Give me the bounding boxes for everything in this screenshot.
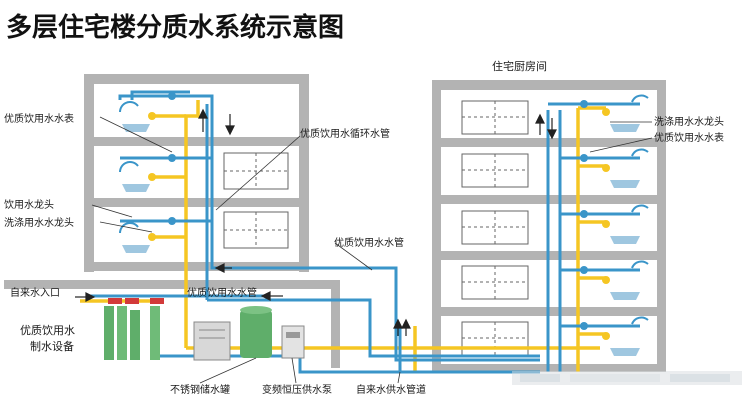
right-meters: [580, 100, 588, 330]
right-windows: [461, 100, 529, 356]
control-cabinet: [193, 321, 231, 361]
left-meters: [168, 92, 176, 225]
tap-wash-right-label: 洗涤用水水龙头: [654, 115, 724, 128]
watermark-blur: [512, 371, 742, 385]
meter-left-label: 优质饮用水水表: [4, 112, 74, 125]
flow-arrows: [75, 108, 557, 336]
storage-tank: [240, 306, 272, 358]
supply-pipe-bottom-label: 优质饮用水水管: [187, 286, 257, 299]
tank-label: 不锈钢储水罐: [170, 383, 230, 396]
equipment-label-line1: 优质饮用水: [20, 324, 75, 337]
circ-pipe-label: 优质饮用水循环水管: [300, 127, 390, 140]
diagram-title: 多层住宅楼分质水系统示意图: [6, 12, 344, 43]
pump-unit: [281, 325, 305, 359]
supply-pipe-right-label: 优质饮用水水管: [334, 236, 404, 249]
right-wash-taps: [602, 108, 610, 340]
equipment-room: [4, 280, 340, 368]
left-windows: [223, 152, 289, 249]
meter-right-label: 优质饮用水水表: [654, 131, 724, 144]
equipment-label-line2: 制水设备: [30, 339, 74, 353]
kitchen-label: 住宅厨房间: [492, 59, 547, 73]
filter-equipment: [104, 298, 164, 360]
city-inlet-label: 自来水入口: [10, 286, 60, 299]
callout-lines: [91, 116, 653, 384]
city-pipe-label: 自来水供水管道: [356, 383, 426, 396]
left-sinks: [122, 124, 150, 253]
right-taps: [631, 94, 649, 325]
left-building: [84, 74, 309, 272]
left-taps: [119, 101, 139, 234]
pump-label: 变频恒压供水泵: [262, 383, 332, 396]
left-wash-taps: [148, 112, 156, 241]
tap-drink-left-label: 饮用水龙头: [4, 198, 54, 211]
tap-wash-left-label: 洗涤用水水龙头: [4, 216, 74, 229]
right-sinks: [610, 124, 640, 356]
